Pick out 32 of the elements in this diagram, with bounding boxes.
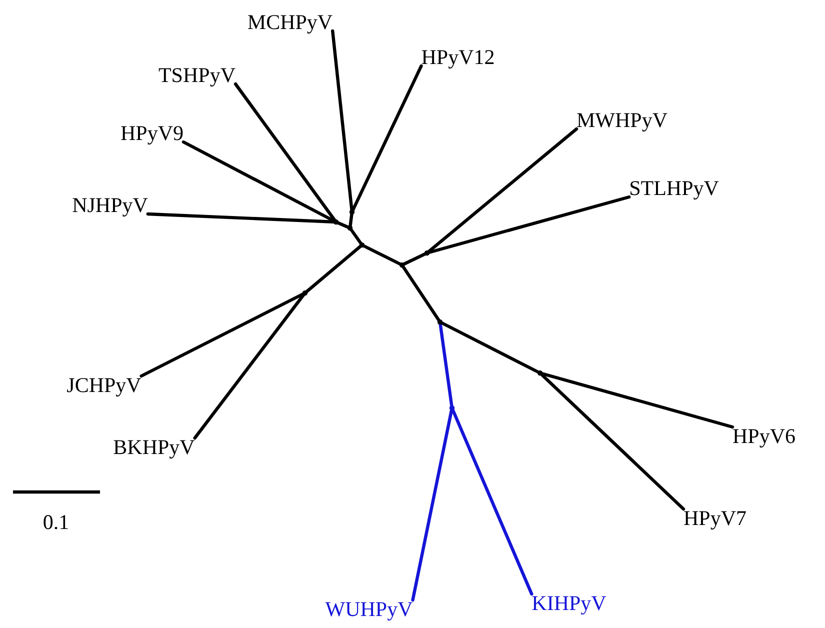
branch-node xyxy=(424,250,430,256)
tree-branch xyxy=(438,320,542,375)
taxon-label: MWHPyV xyxy=(576,109,668,131)
branch-node xyxy=(302,290,308,296)
taxon-label: BKHPyV xyxy=(113,436,195,458)
taxon-label: STLHPyV xyxy=(629,177,719,199)
taxon-label: NJHPyV xyxy=(72,194,148,216)
tree-branch xyxy=(400,263,442,324)
branch-node xyxy=(347,225,353,231)
taxon-label: MCHPyV xyxy=(247,11,333,33)
scale-label: 0.1 xyxy=(42,511,70,533)
taxon-label: HPyV6 xyxy=(732,425,796,447)
taxon-label: HPyV7 xyxy=(684,507,746,529)
tree-branch xyxy=(450,406,534,596)
branch-node xyxy=(437,319,443,325)
branch-node xyxy=(349,209,355,215)
tree-branch xyxy=(360,243,404,267)
branch-node xyxy=(449,405,455,411)
taxon-label: WUHPyV xyxy=(325,598,413,620)
branch-node xyxy=(537,370,543,376)
tree-branch xyxy=(303,243,364,295)
taxon-label: JCHPyV xyxy=(66,374,142,396)
branch-node xyxy=(359,242,365,248)
taxon-label: HPyV9 xyxy=(120,122,184,144)
taxon-label: TSHPyV xyxy=(158,64,236,86)
taxon-label: KIHPyV xyxy=(532,592,606,614)
tree-branch xyxy=(348,226,364,247)
taxon-label: HPyV12 xyxy=(421,46,495,68)
branch-node xyxy=(333,219,339,225)
branch-node xyxy=(399,262,405,268)
tree-branch xyxy=(350,64,423,214)
tree-branch xyxy=(400,251,429,267)
